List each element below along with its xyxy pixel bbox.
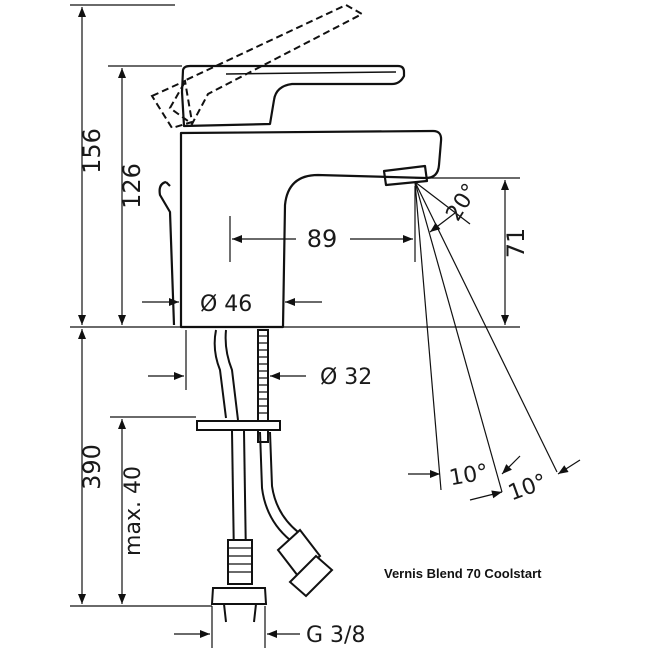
dim-below-height: 390 xyxy=(78,444,106,490)
dim-spout-height: 71 xyxy=(502,228,530,259)
product-caption: Vernis Blend 70 Coolstart xyxy=(384,566,542,581)
under-counter-parts xyxy=(196,329,334,623)
dim-total-height: 156 xyxy=(78,128,106,174)
dim-connection: G 3/8 xyxy=(306,623,365,648)
faucet-body xyxy=(179,129,443,329)
dim-body-height: 126 xyxy=(118,163,146,209)
hose-nut-right xyxy=(288,554,334,598)
dimension-lines xyxy=(70,4,581,648)
faucet-outline xyxy=(158,64,443,329)
dim-angle-a: 10° xyxy=(447,460,490,491)
dim-hole-diameter: Ø 32 xyxy=(320,365,372,390)
fixing-plate xyxy=(196,420,281,431)
dim-deck-thickness: max. 40 xyxy=(121,466,146,556)
pop-up-rod xyxy=(158,180,176,326)
lever-handle xyxy=(180,64,406,128)
dim-angle-b: 10° xyxy=(505,469,550,506)
dim-base-diameter: Ø 46 xyxy=(200,292,252,317)
dim-spout-reach: 89 xyxy=(307,225,338,253)
lever-open-position xyxy=(150,3,365,130)
aerator xyxy=(382,164,429,187)
hose-nut-left xyxy=(210,587,268,605)
dimension-labels: 156 126 71 89 Ø 46 Ø 32 390 max. 40 G 3/… xyxy=(78,128,550,648)
